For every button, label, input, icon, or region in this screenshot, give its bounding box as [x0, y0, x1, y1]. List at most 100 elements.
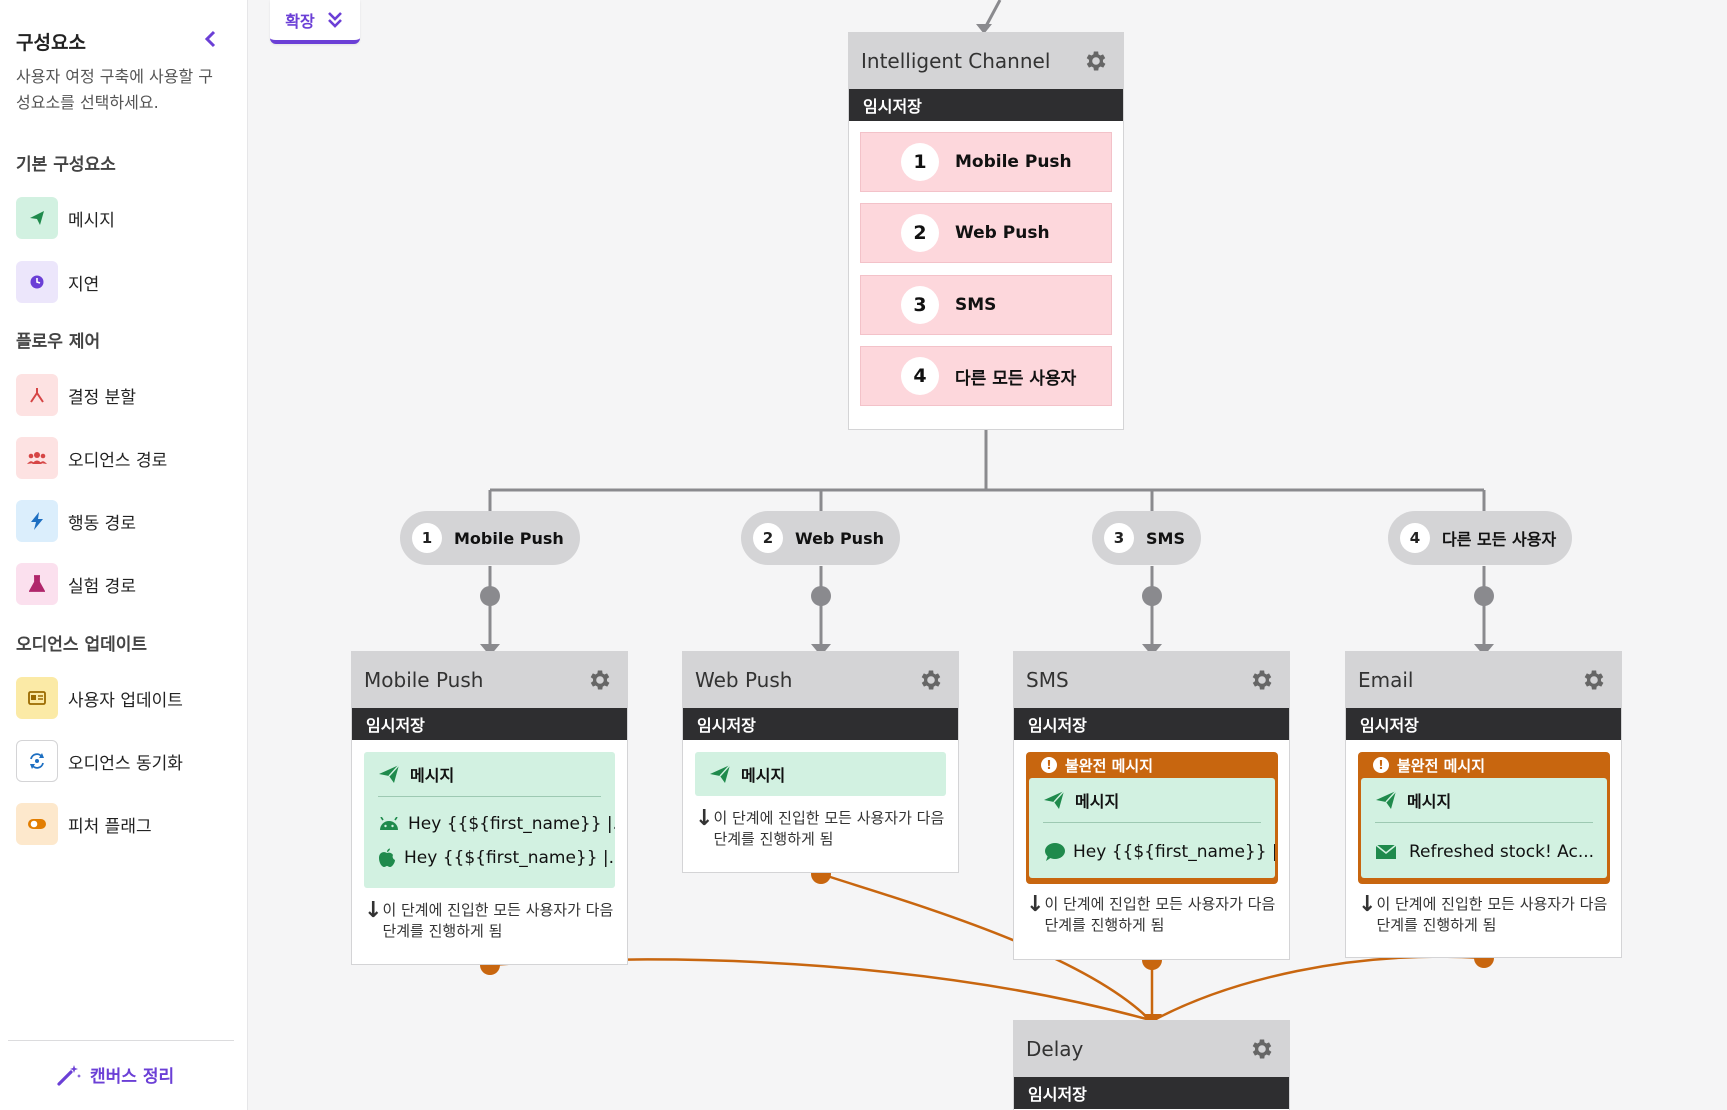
branch-number: 3 — [1104, 523, 1134, 553]
sms-message-line: Hey {{${first_name}} |... — [1029, 835, 1275, 869]
people-icon — [16, 437, 58, 479]
divider — [1043, 822, 1261, 823]
arrow-down-icon: ↓ — [1026, 892, 1045, 917]
advancement-text: 이 단계에 진입한 모든 사용자가 다음 단계를 진행하게 됨 — [713, 809, 945, 848]
message-preview: Hey {{${first_name}} |... — [408, 814, 615, 834]
android-icon — [378, 817, 400, 831]
gear-icon[interactable] — [1249, 667, 1275, 693]
paper-plane-icon — [1044, 790, 1065, 809]
advancement-note: ↓ 이 단계에 진입한 모든 사용자가 다음 단계를 진행하게 됨 — [1358, 894, 1608, 936]
message-label: 메시지 — [1075, 792, 1120, 811]
warning-icon: ! — [1041, 757, 1057, 773]
sidebar-item-audience-paths[interactable]: 오디언스 경로 — [16, 436, 231, 480]
sidebar-item-audience-sync[interactable]: 오디언스 동기화 — [16, 739, 231, 783]
message-block[interactable]: 메시지 — [695, 752, 946, 796]
branch-label: SMS — [1146, 528, 1185, 548]
apple-icon — [378, 848, 396, 868]
gear-icon[interactable] — [587, 667, 613, 693]
gear-icon[interactable] — [1581, 667, 1607, 693]
incomplete-message-warning[interactable]: ! 불완전 메시지 메시지 Refreshed stock! Ac... — [1358, 752, 1610, 884]
tidy-canvas-button[interactable]: 캔버스 정리 — [56, 1062, 174, 1087]
channel-priority-4[interactable]: 4 다른 모든 사용자 — [860, 346, 1112, 406]
sync-icon — [16, 740, 58, 782]
step-status-badge: 임시저장 — [1014, 708, 1289, 740]
sidebar-item-experiment-paths[interactable]: 실험 경로 — [16, 562, 231, 606]
section-flow-control: 플로우 제어 — [16, 332, 101, 352]
gear-icon[interactable] — [1249, 1036, 1275, 1062]
branch-pill-3[interactable]: 3 SMS — [1092, 511, 1201, 565]
priority-label: SMS — [955, 295, 997, 315]
split-icon — [16, 374, 58, 416]
sidebar-item-label: 행동 경로 — [68, 513, 136, 534]
delay-step[interactable]: Delay 임시저장 — [1013, 1020, 1290, 1110]
sidebar-title: 구성요소 — [16, 32, 86, 54]
web-push-step[interactable]: Web Push 임시저장 메시지 ↓ 이 단계에 진입한 모든 사용자가 다음… — [682, 651, 959, 873]
expand-button[interactable]: 확장 — [270, 0, 360, 44]
message-preview: Refreshed stock! Ac... — [1409, 842, 1595, 862]
expand-label: 확장 — [285, 12, 315, 31]
sidebar-item-user-update[interactable]: 사용자 업데이트 — [16, 676, 231, 720]
sidebar-item-message[interactable]: 메시지 — [16, 196, 231, 240]
warning-label: 불완전 메시지 — [1065, 756, 1154, 775]
section-audience-update: 오디언스 업데이트 — [16, 635, 148, 655]
message-label: 메시지 — [1407, 792, 1452, 811]
message-block[interactable]: 메시지 Hey {{${first_name}} |... Hey {{${fi… — [364, 752, 615, 888]
branch-number: 4 — [1400, 523, 1430, 553]
sidebar-item-label: 사용자 업데이트 — [68, 690, 183, 711]
gear-icon[interactable] — [1083, 48, 1109, 74]
sidebar-item-label: 오디언스 동기화 — [68, 753, 183, 774]
gear-icon[interactable] — [918, 667, 944, 693]
paper-plane-icon — [710, 764, 731, 783]
divider — [1375, 822, 1593, 823]
sms-step[interactable]: SMS 임시저장 ! 불완전 메시지 메시지 Hey {{${first_nam… — [1013, 651, 1290, 960]
branch-pill-2[interactable]: 2 Web Push — [741, 511, 900, 565]
divider — [378, 796, 601, 797]
branch-pill-1[interactable]: 1 Mobile Push — [400, 511, 580, 565]
collapse-sidebar-button[interactable] — [200, 28, 222, 50]
priority-number: 2 — [901, 214, 939, 252]
channel-priority-3[interactable]: 3 SMS — [860, 275, 1112, 335]
message-block[interactable]: 메시지 Refreshed stock! Ac... — [1361, 778, 1607, 878]
advancement-note: ↓ 이 단계에 진입한 모든 사용자가 다음 단계를 진행하게 됨 — [364, 900, 614, 942]
sidebar-item-label: 실험 경로 — [68, 576, 136, 597]
section-basic-components: 기본 구성요소 — [16, 155, 116, 175]
advancement-note: ↓ 이 단계에 진입한 모든 사용자가 다음 단계를 진행하게 됨 — [1026, 894, 1276, 936]
double-chevron-down-icon — [327, 12, 342, 28]
message-block[interactable]: 메시지 Hey {{${first_name}} |... — [1029, 778, 1275, 878]
channel-priority-1[interactable]: 1 Mobile Push — [860, 132, 1112, 192]
sidebar-item-feature-flag[interactable]: 피처 플래그 — [16, 802, 231, 846]
message-label: 메시지 — [410, 766, 455, 785]
android-message-line: Hey {{${first_name}} |... — [364, 807, 615, 841]
branch-label: Web Push — [795, 528, 884, 548]
branch-pill-4[interactable]: 4 다른 모든 사용자 — [1388, 511, 1573, 565]
channel-priority-2[interactable]: 2 Web Push — [860, 203, 1112, 263]
arrow-down-icon: ↓ — [1358, 892, 1377, 917]
email-step[interactable]: Email 임시저장 ! 불완전 메시지 메시지 Refreshed stock… — [1345, 651, 1622, 958]
envelope-icon — [1375, 844, 1401, 860]
advancement-text: 이 단계에 진입한 모든 사용자가 다음 단계를 진행하게 됨 — [382, 901, 614, 940]
step-status-badge: 임시저장 — [1346, 708, 1621, 740]
clock-icon — [16, 261, 58, 303]
sidebar-divider — [8, 1040, 234, 1041]
chevron-left-icon — [204, 30, 216, 48]
sidebar-item-label: 지연 — [68, 274, 100, 295]
incomplete-message-warning[interactable]: ! 불완전 메시지 메시지 Hey {{${first_name}} |... — [1026, 752, 1278, 884]
sidebar-item-label: 피처 플래그 — [68, 816, 152, 837]
priority-label: 다른 모든 사용자 — [955, 368, 1077, 389]
branch-label: 다른 모든 사용자 — [1442, 530, 1557, 549]
step-title: Web Push — [695, 668, 793, 692]
priority-number: 3 — [901, 286, 939, 324]
arrow-down-icon: ↓ — [364, 898, 383, 923]
mobile-push-step[interactable]: Mobile Push 임시저장 메시지 Hey {{${first_name}… — [351, 651, 628, 965]
step-title: Mobile Push — [364, 668, 484, 692]
sidebar-item-label: 메시지 — [68, 210, 115, 231]
sidebar-item-action-paths[interactable]: 행동 경로 — [16, 499, 231, 543]
priority-number: 1 — [901, 143, 939, 181]
branch-number: 1 — [412, 523, 442, 553]
intelligent-channel-step[interactable]: Intelligent Channel 임시저장 1 Mobile Push 2… — [848, 32, 1124, 430]
sidebar-item-decision-split[interactable]: 결정 분할 — [16, 373, 231, 417]
priority-label: Mobile Push — [955, 152, 1072, 172]
sidebar-item-delay[interactable]: 지연 — [16, 260, 231, 304]
step-status-badge: 임시저장 — [1014, 1077, 1289, 1109]
advancement-text: 이 단계에 진입한 모든 사용자가 다음 단계를 진행하게 됨 — [1376, 895, 1608, 934]
